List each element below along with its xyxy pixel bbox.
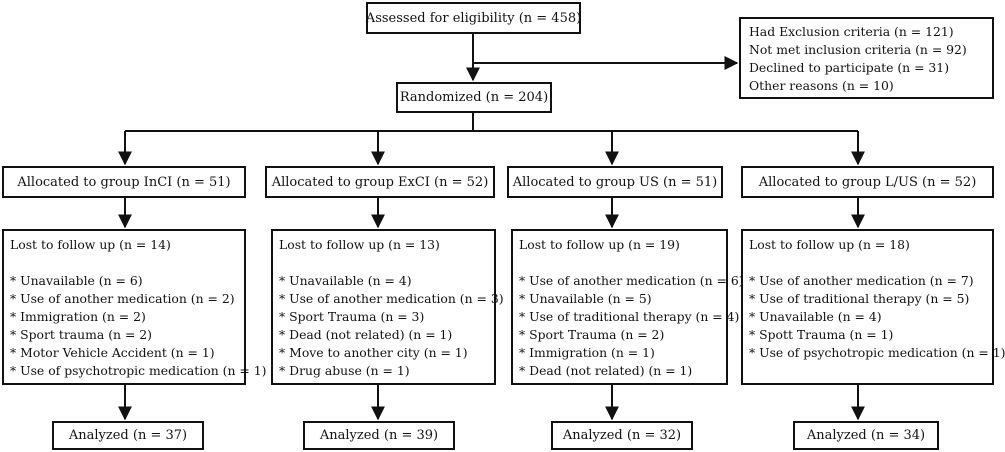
reason-item: * Motor Vehicle Accident (n = 1) [10, 345, 215, 360]
assessed-box: Assessed for eligibility (n = 458) [366, 2, 581, 34]
reason-item: * Use of psychotropic medication (n = 1) [749, 345, 1005, 360]
allocation-label: Allocated to group InCI (n = 51) [17, 174, 231, 190]
reason-item: * Use of another medication (n = 2) [10, 291, 235, 306]
lost-title: Lost to follow up (n = 14) [10, 237, 171, 252]
reason-item: * Use of traditional therapy (n = 5) [749, 291, 970, 306]
allocation-label: Allocated to group ExCI (n = 52) [271, 174, 489, 190]
lost-title: Lost to follow up (n = 13) [279, 237, 440, 252]
reason-item: * Dead (not related) (n = 1) [279, 327, 453, 342]
reason-item: * Use of traditional therapy (n = 4) [519, 309, 740, 324]
reason-item: * Unavailable (n = 5) [519, 291, 652, 306]
spacer [10, 254, 238, 272]
lost-box-exci: Lost to follow up (n = 13) * Unavailable… [271, 229, 504, 385]
randomized-box: Randomized (n = 204) [396, 82, 552, 113]
reason-item: * Sport Trauma (n = 3) [279, 309, 425, 324]
analyzed-box-inci: Analyzed (n = 37) [52, 421, 204, 450]
reason-item: * Unavailable (n = 6) [10, 273, 143, 288]
spacer [279, 254, 488, 272]
exclusion-line: Had Exclusion criteria (n = 121) [749, 24, 954, 39]
assessed-label: Assessed for eligibility (n = 458) [365, 10, 582, 26]
allocation-box-exci: Allocated to group ExCI (n = 52) [265, 166, 495, 198]
reason-item: * Unavailable (n = 4) [279, 273, 412, 288]
analyzed-box-us: Analyzed (n = 32) [551, 421, 693, 450]
spacer [519, 254, 720, 272]
exclusion-box: Had Exclusion criteria (n = 121) Not met… [739, 17, 994, 99]
lost-box-us: Lost to follow up (n = 19) * Use of anot… [511, 229, 744, 385]
analyzed-box-exci: Analyzed (n = 39) [303, 421, 455, 450]
reason-item: * Immigration (n = 1) [519, 345, 655, 360]
exclusion-line: Other reasons (n = 10) [749, 78, 894, 93]
allocation-label: Allocated to group L/US (n = 52) [758, 174, 977, 190]
analyzed-label: Analyzed (n = 34) [806, 428, 926, 443]
reason-item: * Move to another city (n = 1) [279, 345, 468, 360]
reason-item: * Unavailable (n = 4) [749, 309, 882, 324]
lost-box-lus: Lost to follow up (n = 18) * Use of anot… [741, 229, 1005, 385]
allocation-box-us: Allocated to group US (n = 51) [507, 166, 723, 198]
spacer [749, 254, 986, 272]
reason-item: * Sport Trauma (n = 2) [519, 327, 665, 342]
reason-item: * Use of another medication (n = 7) [749, 273, 974, 288]
allocation-box-lus: Allocated to group L/US (n = 52) [741, 166, 994, 198]
randomized-label: Randomized (n = 204) [399, 90, 549, 105]
reason-item: * Sport trauma (n = 2) [10, 327, 152, 342]
reason-item: * Use of another medication (n = 3) [279, 291, 504, 306]
reason-item: * Drug abuse (n = 1) [279, 363, 410, 378]
analyzed-box-lus: Analyzed (n = 34) [793, 421, 939, 450]
allocation-label: Allocated to group US (n = 51) [512, 174, 718, 190]
lost-box-inci: Lost to follow up (n = 14) * Unavailable… [2, 229, 267, 385]
analyzed-label: Analyzed (n = 37) [68, 428, 188, 443]
reason-item: * Dead (not related) (n = 1) [519, 363, 693, 378]
reason-item: * Use of another medication (n = 6) [519, 273, 744, 288]
lost-title: Lost to follow up (n = 19) [519, 237, 680, 252]
analyzed-label: Analyzed (n = 32) [562, 428, 682, 443]
analyzed-label: Analyzed (n = 39) [319, 428, 439, 443]
reason-item: * Spott Trauma (n = 1) [749, 327, 894, 342]
allocation-box-inci: Allocated to group InCI (n = 51) [2, 166, 246, 198]
reason-item: * Use of psychotropic medication (n = 1) [10, 363, 267, 378]
lost-title: Lost to follow up (n = 18) [749, 237, 910, 252]
exclusion-line: Not met inclusion criteria (n = 92) [749, 42, 967, 57]
exclusion-line: Declined to participate (n = 31) [749, 60, 950, 75]
reason-item: * Immigration (n = 2) [10, 309, 146, 324]
